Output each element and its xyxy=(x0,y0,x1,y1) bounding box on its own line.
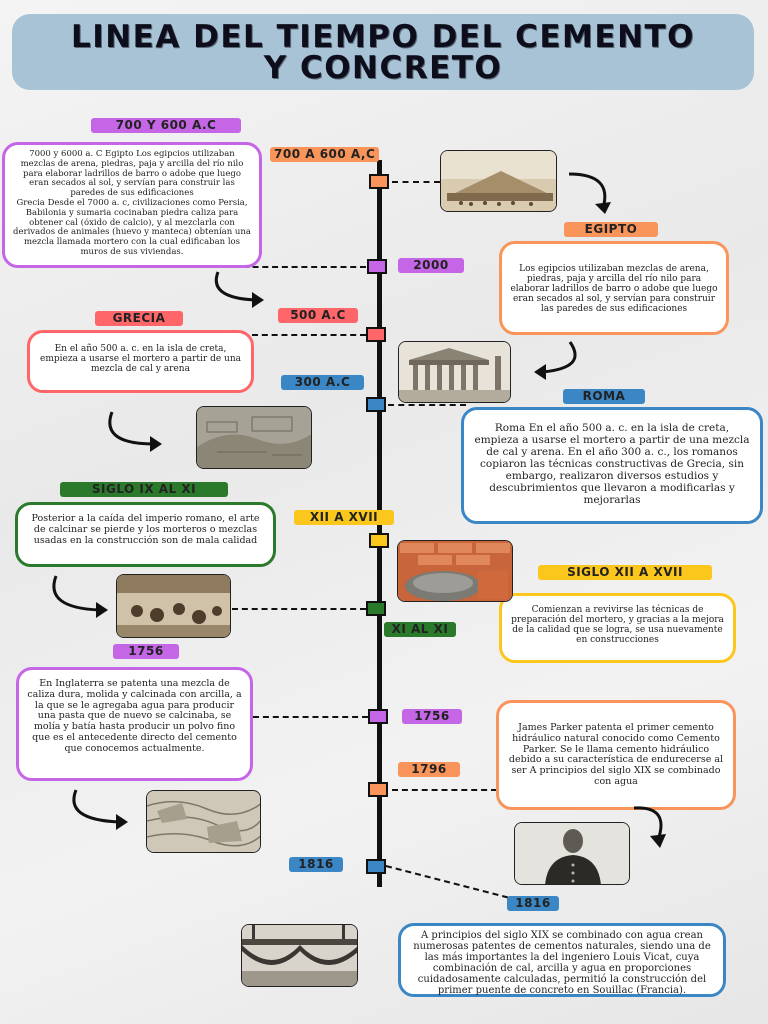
tag-xii-a-xvii: XII A XVII xyxy=(294,510,394,525)
timeline-node-300 xyxy=(366,397,386,412)
timeline-node-1796 xyxy=(368,782,388,797)
connector xyxy=(392,789,497,791)
label-700-y-600: 700 Y 600 A.C xyxy=(91,118,241,133)
label-roma: ROMA xyxy=(563,389,645,404)
tag-xi-al-xi: XI AL XI xyxy=(384,622,456,637)
souillac-bridge-photo xyxy=(241,924,358,987)
card-siglo-ix: Posterior a la caída del imperio romano,… xyxy=(15,502,276,567)
label-grecia: GRECIA xyxy=(95,311,183,326)
card-1796: James Parker patenta el primer cemento h… xyxy=(496,700,736,810)
card-egipto: Los egipcios utilizaban mezclas de arena… xyxy=(499,241,729,335)
card-1816: A principios del siglo XIX se combinado … xyxy=(398,923,726,997)
timeline-node-1816 xyxy=(366,859,386,874)
timeline-node-2000 xyxy=(367,259,387,274)
curved-arrow-icon xyxy=(633,806,666,848)
label-1816: 1816 xyxy=(507,896,559,911)
label-siglo-ix: SIGLO IX AL XI xyxy=(60,482,228,497)
card-roma: Roma En el año 500 a. c. en la isla de c… xyxy=(461,407,763,524)
curved-arrow-icon xyxy=(108,411,162,452)
timeline-node-1756 xyxy=(368,709,388,724)
connector xyxy=(252,334,366,336)
connector xyxy=(232,608,366,610)
connector xyxy=(253,716,368,718)
greek-temple-photo xyxy=(398,341,511,403)
connector xyxy=(385,865,511,899)
timeline-node-500 xyxy=(366,327,386,342)
tag-1796: 1796 xyxy=(398,762,460,777)
timeline-node-xii xyxy=(369,533,389,548)
bricks-mortar-photo xyxy=(397,540,513,602)
curved-arrow-icon xyxy=(72,789,128,830)
tag-500-ac: 500 A.C xyxy=(278,308,358,323)
card-700-y-600: 7000 y 6000 a. C Egipto Los egipcios uti… xyxy=(2,142,262,268)
label-siglo-xii: SIGLO XII A XVII xyxy=(538,565,712,580)
connector xyxy=(233,266,366,268)
james-parker-portrait xyxy=(514,822,630,885)
tag-300-ac: 300 A.C xyxy=(281,375,364,390)
tag-1756-node: 1756 xyxy=(402,709,462,724)
timeline-node-xi xyxy=(366,601,386,616)
curved-arrow-icon xyxy=(52,575,108,618)
roman-ruins-photo xyxy=(196,406,312,469)
title-banner: LINEA DEL TIEMPO DEL CEMENTO Y CONCRETO xyxy=(12,14,754,90)
connector xyxy=(388,404,466,406)
label-1756: 1756 xyxy=(113,644,179,659)
curved-arrow-icon xyxy=(534,341,577,380)
card-1756: En Inglaterra se patenta una mezcla de c… xyxy=(16,667,253,781)
label-egipto: EGIPTO xyxy=(564,222,658,237)
medieval-scene-photo xyxy=(116,574,231,638)
card-siglo-xii: Comienzan a revivirse las técnicas de pr… xyxy=(499,593,736,663)
curved-arrow-icon xyxy=(568,172,611,214)
connector xyxy=(392,181,440,183)
tag-700-a-600: 700 A 600 A,C xyxy=(270,147,380,162)
timeline-node-700 xyxy=(369,174,389,189)
limestone-photo xyxy=(146,790,261,853)
tag-2000: 2000 xyxy=(398,258,464,273)
page-title: LINEA DEL TIEMPO DEL CEMENTO Y CONCRETO xyxy=(70,19,696,86)
egyptian-building-photo xyxy=(440,150,557,212)
card-grecia: En el año 500 a. c. en la isla de creta,… xyxy=(27,330,254,393)
tag-1816-node: 1816 xyxy=(289,857,343,872)
curved-arrow-icon xyxy=(214,271,264,308)
